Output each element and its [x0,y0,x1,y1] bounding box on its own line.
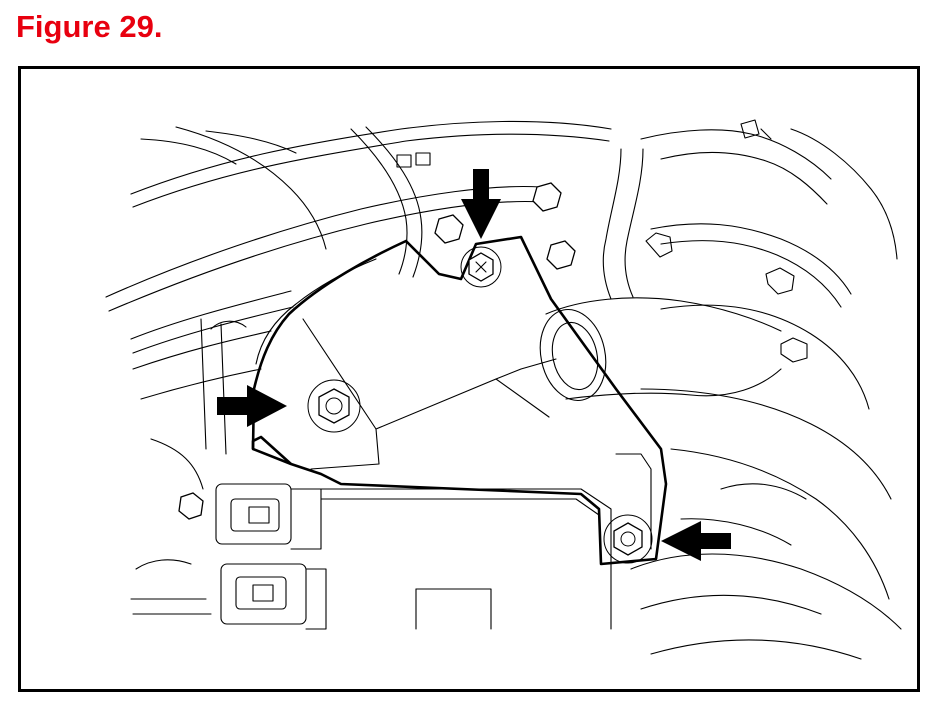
bracket-body [130,258,652,630]
arrow-top-icon [461,169,501,239]
background-hoses [105,120,612,400]
bolt-right [603,514,653,564]
right-hoses [602,119,902,660]
bolt-top [460,246,502,288]
diagram-frame [18,66,920,692]
engine-bracket-illustration [105,119,902,660]
bolt-left [307,379,361,433]
part-outline-lower [251,435,292,465]
arrow-right-icon [661,521,731,561]
coolant-outlet-pipe [539,297,782,402]
part-outline [251,235,668,566]
electrical-connectors [215,483,327,630]
figure-title: Figure 29. [16,9,163,44]
background-bolts [178,182,576,520]
arrow-left-icon [217,385,287,427]
